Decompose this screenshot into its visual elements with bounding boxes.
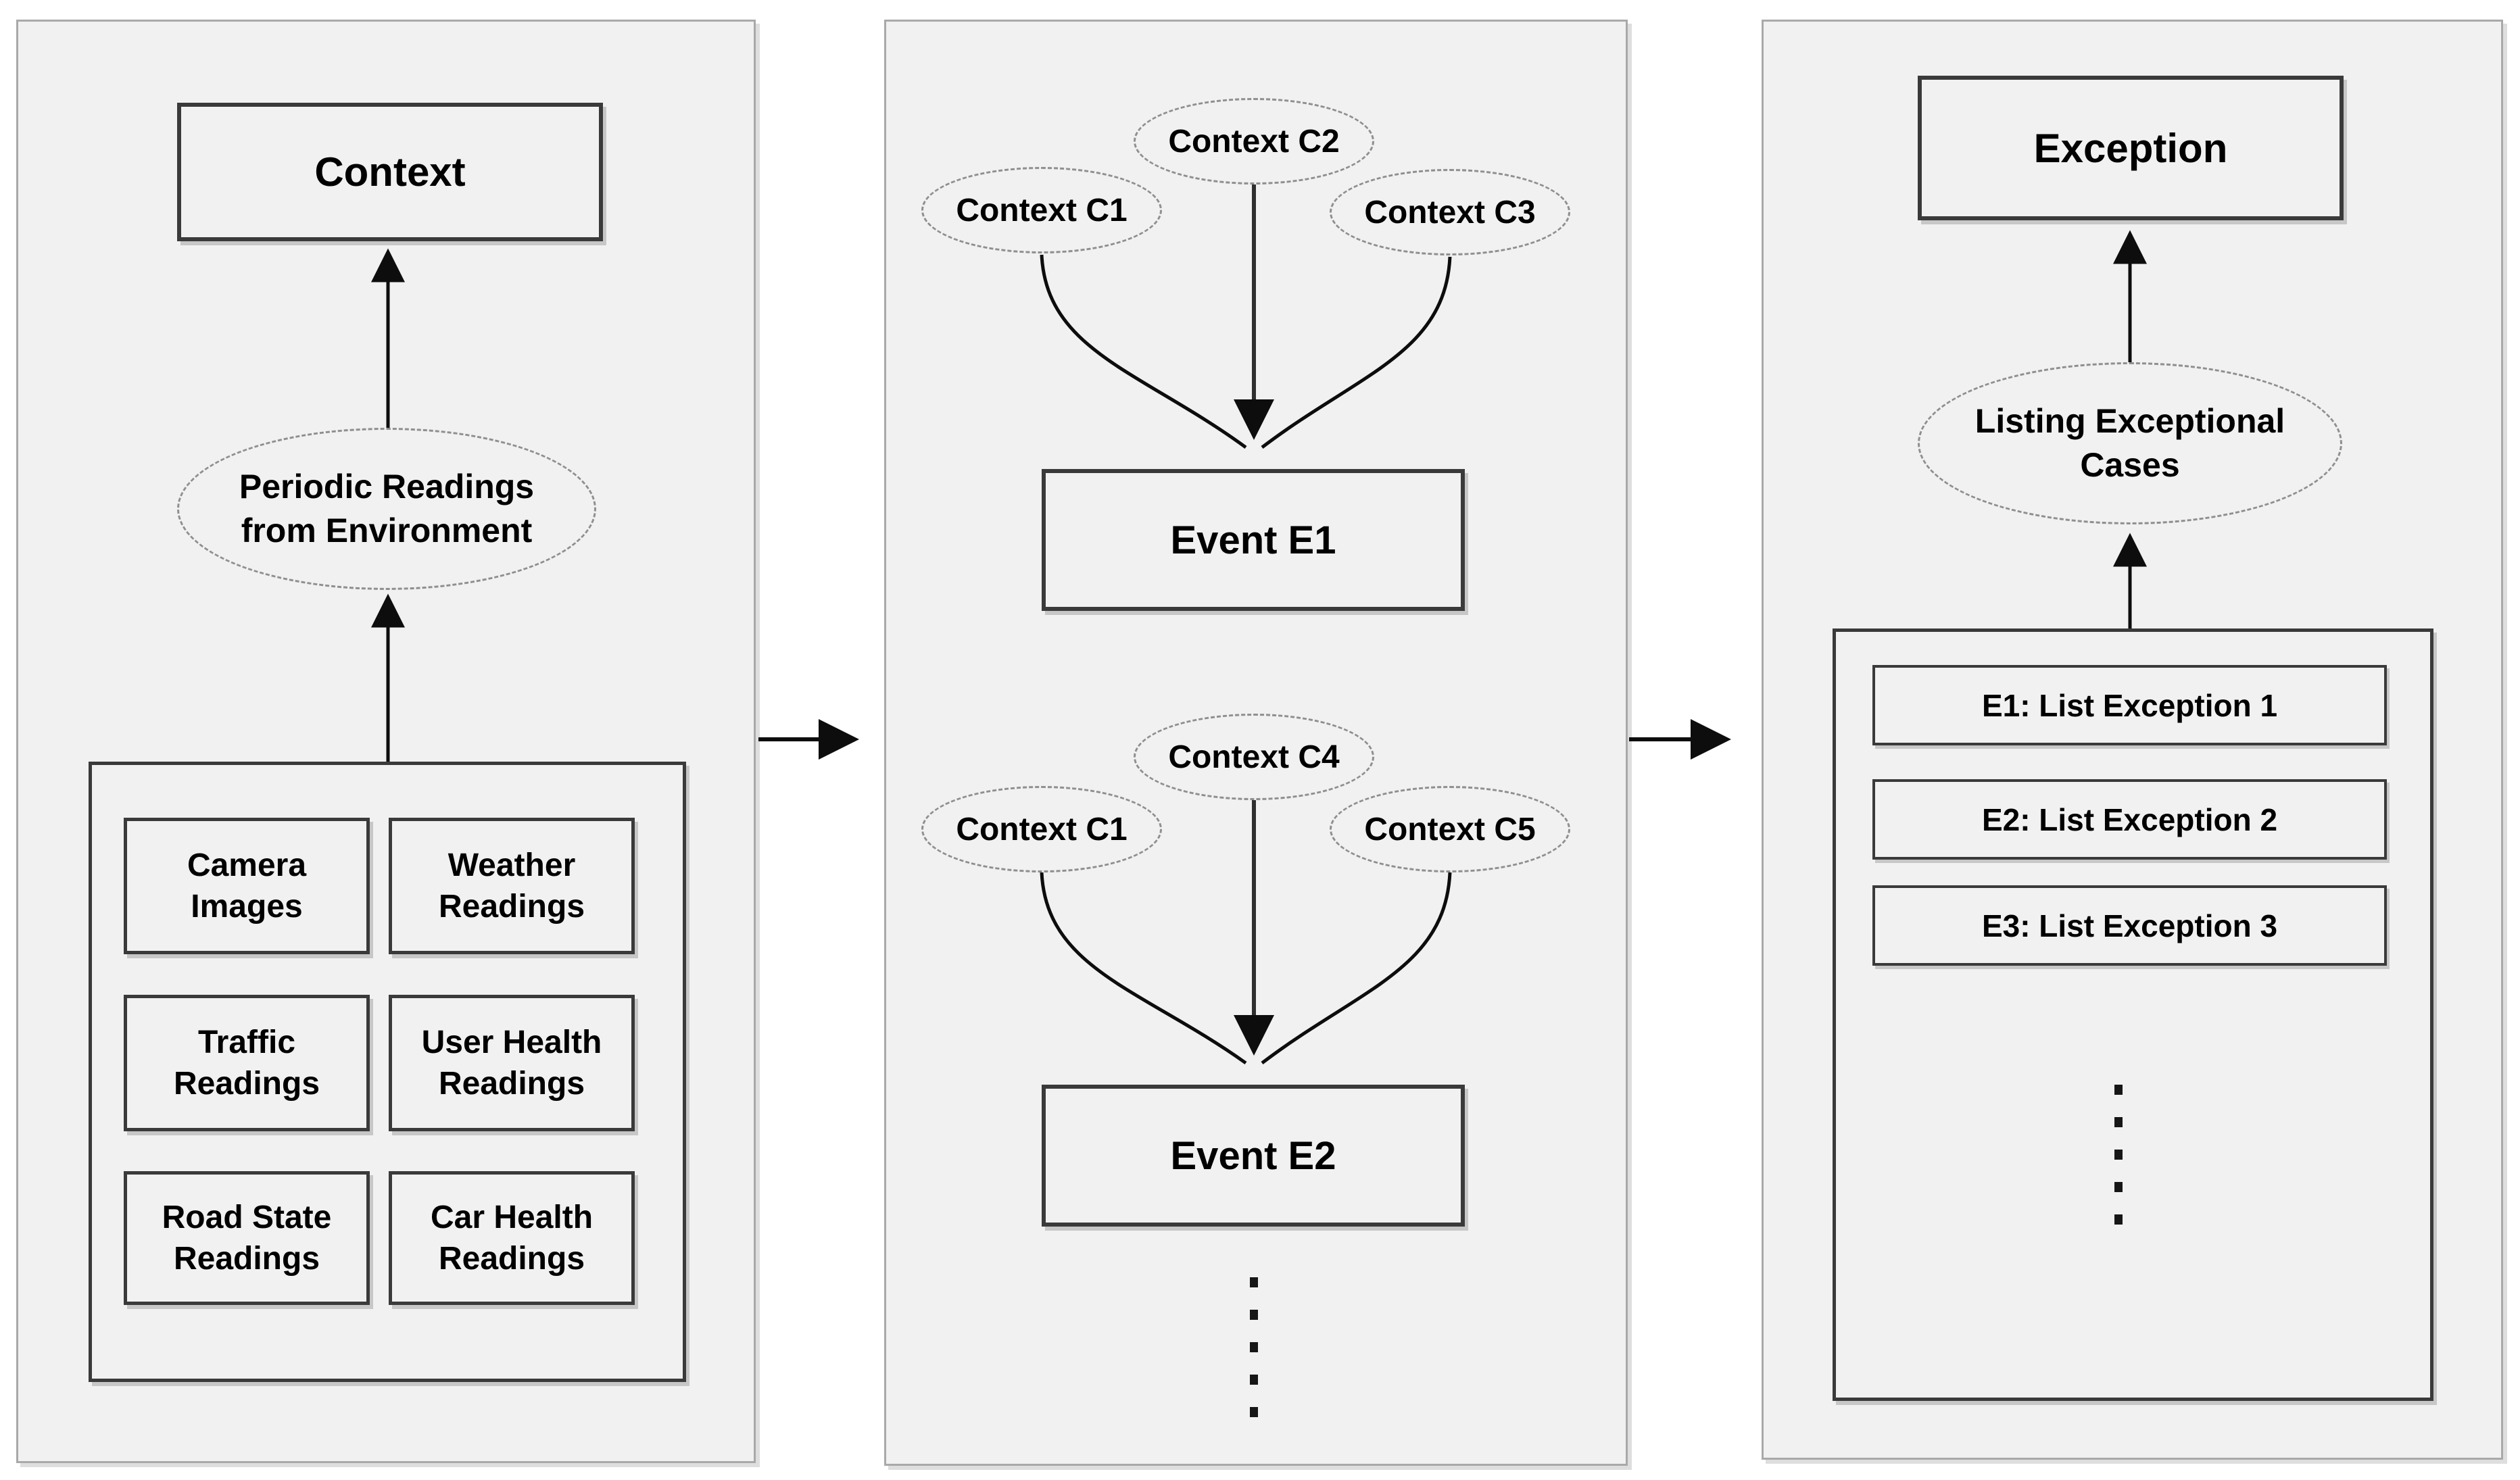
- event-e2-box: Event E2: [1042, 1085, 1465, 1227]
- sensor-box-camera-images: Camera Images: [124, 818, 370, 954]
- context-c4-label: Context C4: [1168, 739, 1340, 775]
- sensor-label: Road State Readings: [162, 1199, 332, 1277]
- context-c2-ellipse: Context C2: [1134, 98, 1374, 184]
- sensor-box-weather-readings: Weather Readings: [389, 818, 635, 954]
- sensor-label: Traffic Readings: [173, 1024, 320, 1102]
- context-c3-ellipse: Context C3: [1330, 169, 1570, 255]
- exception-item-e1: E1: List Exception 1: [1872, 665, 2387, 745]
- periodic-readings-ellipse: Periodic Readings from Environment: [177, 428, 596, 590]
- exception-item-e2: E2: List Exception 2: [1872, 779, 2387, 860]
- exception-item-label: E2: List Exception 2: [1981, 801, 2278, 837]
- context-c2-label: Context C2: [1168, 123, 1340, 159]
- sensor-box-road-state-readings: Road State Readings: [124, 1171, 370, 1305]
- sensor-box-user-health-readings: User Health Readings: [389, 995, 635, 1131]
- sensor-label: User Health Readings: [421, 1024, 602, 1102]
- context-c1-label: Context C1: [956, 811, 1128, 847]
- context-box-label: Context: [314, 149, 466, 195]
- continuation-dots-exceptions: [2114, 1085, 2123, 1225]
- context-c1-ellipse-top: Context C1: [921, 167, 1162, 253]
- context-c5-ellipse: Context C5: [1330, 786, 1570, 872]
- exception-item-label: E1: List Exception 1: [1981, 687, 2278, 723]
- context-c4-ellipse: Context C4: [1134, 714, 1374, 800]
- sensor-label: Camera Images: [187, 847, 307, 924]
- event-e2-label: Event E2: [1170, 1133, 1336, 1178]
- context-c5-label: Context C5: [1364, 811, 1536, 847]
- exception-list-container: [1833, 628, 2433, 1401]
- event-e1-box: Event E1: [1042, 469, 1465, 611]
- context-c3-label: Context C3: [1364, 194, 1536, 230]
- event-e1-label: Event E1: [1170, 518, 1336, 562]
- continuation-dots-events: [1250, 1277, 1258, 1417]
- context-c1-label: Context C1: [956, 192, 1128, 228]
- exception-box-label: Exception: [2033, 125, 2228, 171]
- exception-box: Exception: [1918, 76, 2344, 220]
- sensor-box-car-health-readings: Car Health Readings: [389, 1171, 635, 1305]
- listing-exceptional-cases-label: Listing Exceptional Cases: [1974, 402, 2285, 484]
- sensor-label: Weather Readings: [438, 847, 585, 924]
- context-box: Context: [177, 103, 603, 241]
- exception-item-e3: E3: List Exception 3: [1872, 885, 2387, 966]
- context-c1-ellipse-bottom: Context C1: [921, 786, 1162, 872]
- sensor-label: Car Health Readings: [430, 1199, 593, 1277]
- exception-item-label: E3: List Exception 3: [1981, 908, 2278, 943]
- sensor-box-traffic-readings: Traffic Readings: [124, 995, 370, 1131]
- periodic-readings-label: Periodic Readings from Environment: [239, 468, 535, 549]
- listing-exceptional-cases-ellipse: Listing Exceptional Cases: [1918, 362, 2342, 524]
